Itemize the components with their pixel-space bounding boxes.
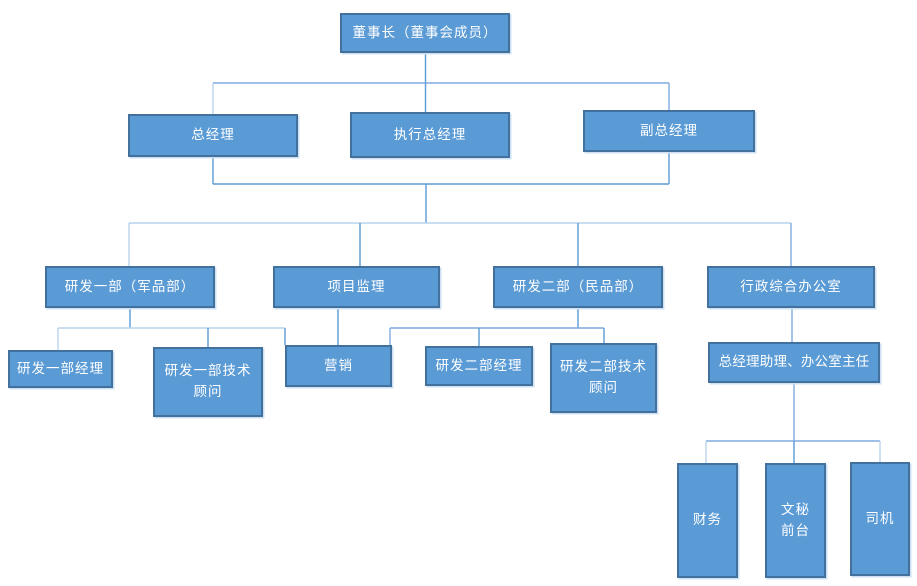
node-admin-office[interactable]: 行政综合办公室 [707,266,875,308]
node-label: 总经理助理、办公室主任 [718,354,870,370]
node-label-line2: 顾问 [589,380,618,395]
node-label-line2: 顾问 [193,384,223,399]
node-label: 行政综合办公室 [740,278,842,294]
node-label: 执行总经理 [393,126,467,142]
node-marketing[interactable]: 营销 [285,345,392,387]
node-rd-dept1-military[interactable]: 研发一部（军品部） [45,266,215,308]
node-label-line1: 文秘 [781,501,810,517]
node-rd2-tech-advisor[interactable]: 研发二部技术 顾问 [550,343,657,413]
node-label-line1: 研发一部技术 [164,363,252,379]
node-label-line2: 前台 [781,522,810,538]
node-label: 总经理 [191,127,235,143]
node-deputy-general-manager[interactable]: 副总经理 [583,110,755,152]
node-project-supervision[interactable]: 项目监理 [273,266,440,308]
node-finance[interactable]: 财务 [677,463,738,578]
node-label: 研发二部（民品部） [512,278,644,294]
node-rd1-tech-advisor[interactable]: 研发一部技术 顾问 [153,347,263,417]
node-label: 副总经理 [640,122,698,138]
node-driver[interactable]: 司机 [850,462,910,576]
node-label: 研发二部经理 [435,357,523,373]
node-secretary-reception[interactable]: 文秘 前台 [765,463,826,578]
node-rd1-manager[interactable]: 研发一部经理 [8,350,113,388]
node-label: 研发一部经理 [17,360,104,376]
node-label: 营销 [324,357,353,373]
node-rd-dept2-civil[interactable]: 研发二部（民品部） [493,266,663,308]
node-label: 财务 [693,512,722,528]
node-gm-assistant-office-director[interactable]: 总经理助理、办公室主任 [708,342,880,383]
node-rd2-manager[interactable]: 研发二部经理 [425,346,533,386]
node-label-line1: 研发二部技术 [560,359,647,375]
node-executive-general-manager[interactable]: 执行总经理 [350,112,510,158]
node-label: 董事长（董事会成员） [352,24,498,40]
node-chairman[interactable]: 董事长（董事会成员） [340,13,510,53]
node-label: 项目监理 [327,278,386,294]
node-general-manager[interactable]: 总经理 [128,114,298,157]
node-label: 研发一部（军品部） [64,278,196,294]
node-label: 司机 [865,510,895,526]
